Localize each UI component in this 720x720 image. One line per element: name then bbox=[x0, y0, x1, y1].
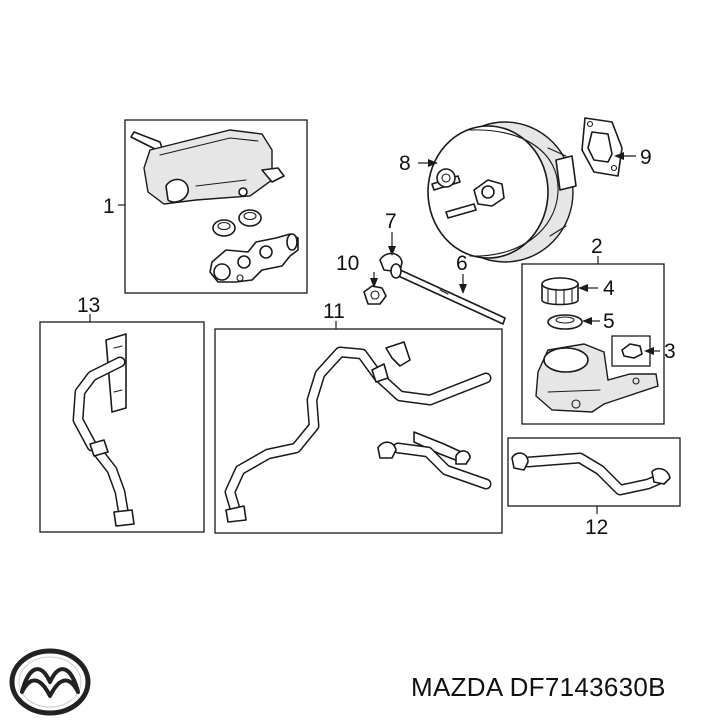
callout-10: 10 bbox=[336, 252, 359, 275]
master-cylinder-part bbox=[209, 233, 299, 283]
nut-part-10 bbox=[363, 285, 387, 305]
reservoir-seal-part bbox=[547, 314, 583, 330]
grommet-pair bbox=[212, 209, 262, 237]
master-cylinder-group bbox=[118, 119, 308, 294]
callout-7: 7 bbox=[385, 210, 397, 233]
reservoir-body-part bbox=[535, 343, 659, 413]
callout-2: 2 bbox=[591, 235, 603, 258]
callout-8: 8 bbox=[399, 152, 411, 175]
grommet-part-3 bbox=[611, 335, 651, 367]
pin-part bbox=[130, 131, 163, 151]
reservoir-tank-part bbox=[143, 129, 285, 205]
callout-1: 1 bbox=[103, 195, 115, 218]
brake-booster-part bbox=[427, 121, 577, 263]
push-rod-part bbox=[390, 263, 506, 325]
hose-group-12 bbox=[507, 437, 681, 514]
callout-labels: 1 2 3 4 5 6 7 8 9 10 11 12 13 bbox=[77, 146, 676, 539]
gasket-part bbox=[581, 117, 623, 177]
callout-3: 3 bbox=[664, 340, 676, 363]
callout-12: 12 bbox=[585, 516, 608, 539]
hose-group-11 bbox=[214, 321, 503, 534]
callout-11: 11 bbox=[323, 300, 345, 323]
leader-lines bbox=[370, 152, 660, 355]
part-number-label: MAZDA DF7143630B bbox=[411, 672, 666, 702]
mazda-logo bbox=[9, 648, 91, 716]
reservoir-group bbox=[521, 256, 665, 425]
callout-4: 4 bbox=[603, 277, 615, 300]
hose-group-13 bbox=[39, 314, 205, 533]
callout-13: 13 bbox=[77, 294, 100, 317]
callout-5: 5 bbox=[603, 310, 615, 333]
callout-9: 9 bbox=[640, 146, 652, 169]
callout-6: 6 bbox=[456, 252, 468, 275]
reservoir-cap-part bbox=[541, 277, 579, 306]
